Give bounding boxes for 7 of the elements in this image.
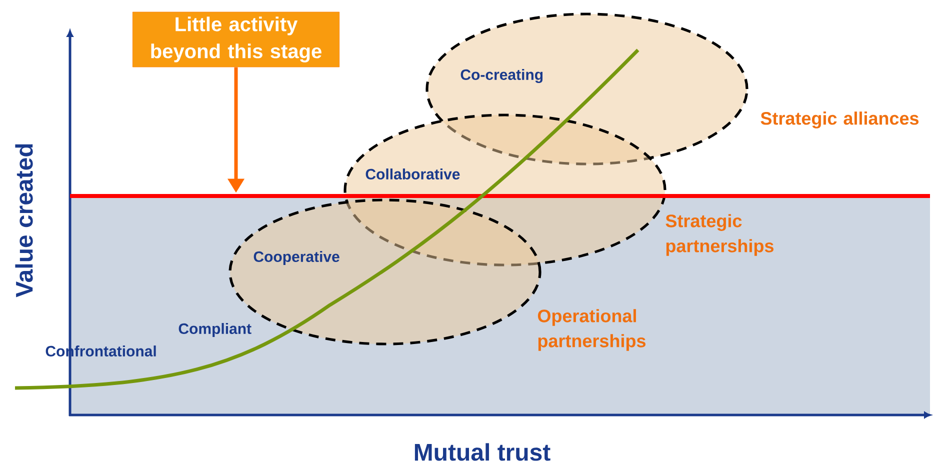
callout-box: Little activity beyond this stage (132, 12, 340, 68)
stage-label: Strategic partnerships (666, 214, 774, 256)
axis-title: Mutual trust (414, 443, 550, 461)
stage-label: Operational partnerships (538, 309, 646, 351)
axis-title: Value created (15, 144, 33, 298)
stage-name: Compliant (178, 323, 252, 337)
stage-label: Strategic alliances (760, 112, 919, 128)
